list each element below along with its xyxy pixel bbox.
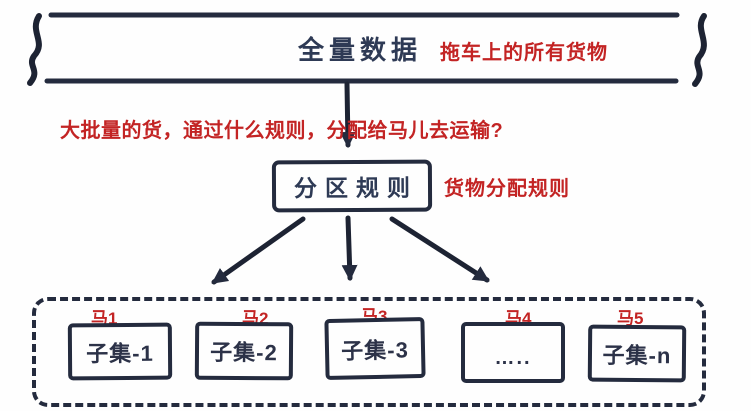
subset-box-3: 子集-3	[324, 316, 426, 381]
subset-box-ellipsis: …..	[461, 322, 565, 383]
arrow-rule-to-subset4	[389, 216, 490, 283]
horse-label-5: 马5	[617, 309, 644, 328]
partition-rule-box: 分区规则	[271, 159, 433, 213]
right-bracket-squiggle	[692, 13, 707, 87]
partition-rule-label: 分区规则	[293, 174, 419, 202]
subset-box-2: 子集-2	[194, 321, 294, 381]
subset-box-n: 子集-n	[587, 324, 687, 383]
left-bracket-squiggle	[27, 13, 42, 86]
arrow-rule-to-subset3	[341, 215, 358, 281]
arrow-rule-to-subset1	[211, 216, 306, 285]
arrow-fulldata-to-rule	[339, 81, 356, 148]
question-text: 大批量的货，通过什么规则，分配给马儿去运输?	[60, 120, 504, 142]
subsets-container	[32, 297, 706, 407]
subset-box-1: 子集-1	[67, 322, 173, 381]
full-data-annotation: 拖车上的所有货物	[440, 42, 608, 64]
full-data-label: 全量数据	[298, 35, 423, 65]
rule-annotation: 货物分配规则	[444, 178, 570, 200]
